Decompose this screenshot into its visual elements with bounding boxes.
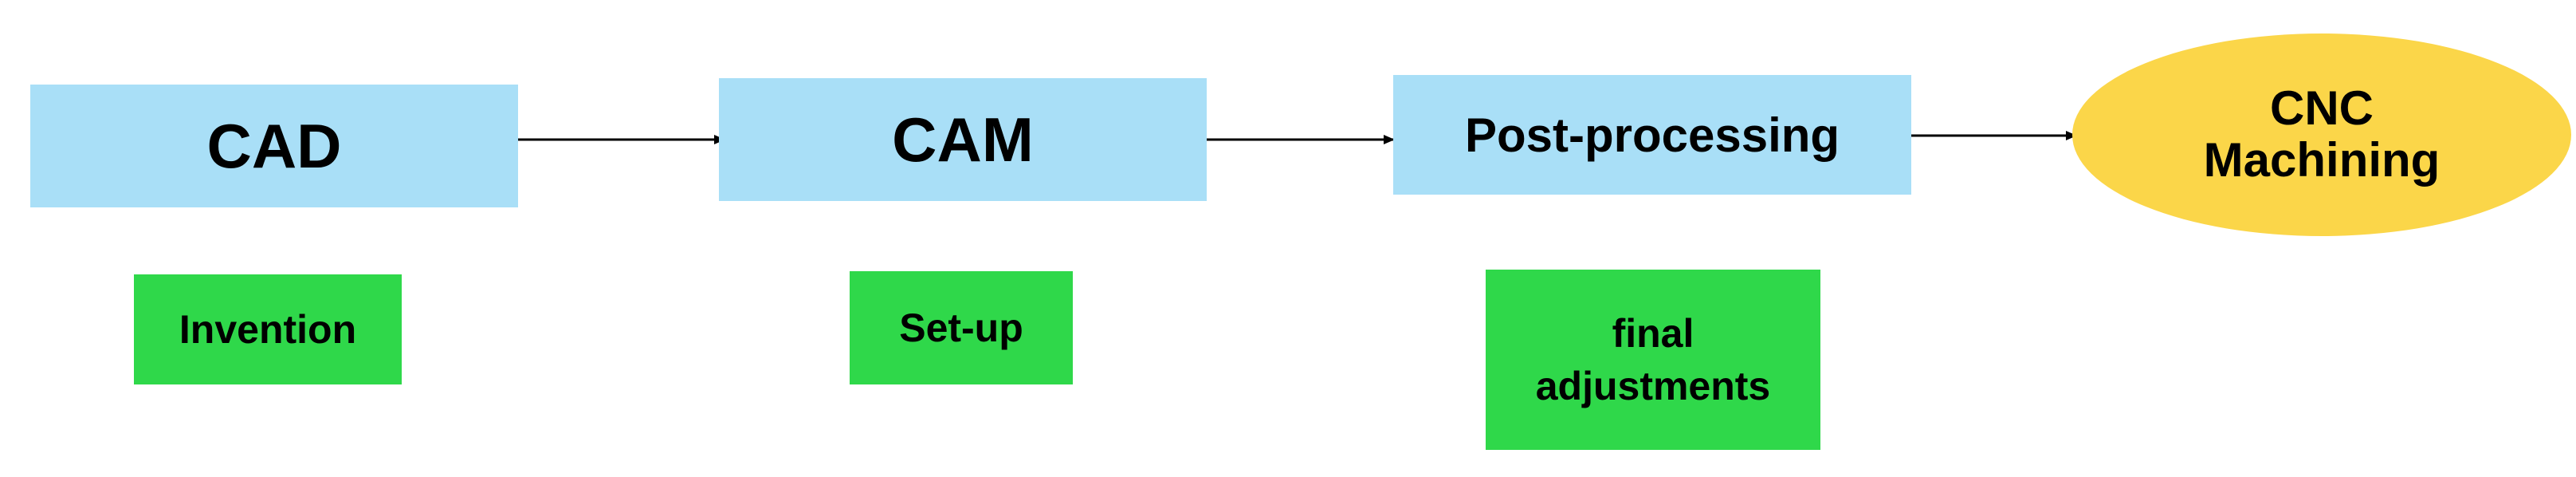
setup-note: Set-up (850, 271, 1073, 384)
cad-label: CAD (206, 110, 342, 181)
post-processing-label: Post-processing (1464, 108, 1840, 162)
final-adjustments-label: final adjustments (1535, 311, 1771, 408)
cnc-machining-label: CNC Machining (2203, 81, 2441, 187)
cam-step: CAM (719, 78, 1207, 201)
cad-step: CAD (30, 85, 518, 207)
cam-label: CAM (892, 104, 1034, 175)
post-processing-step: Post-processing (1393, 75, 1911, 195)
cnc-machining-terminal: CNC Machining (2072, 34, 2571, 236)
final-adjustments-note: final adjustments (1486, 270, 1820, 450)
invention-label: Invention (179, 307, 357, 352)
setup-label: Set-up (899, 306, 1023, 350)
invention-note: Invention (134, 274, 402, 384)
